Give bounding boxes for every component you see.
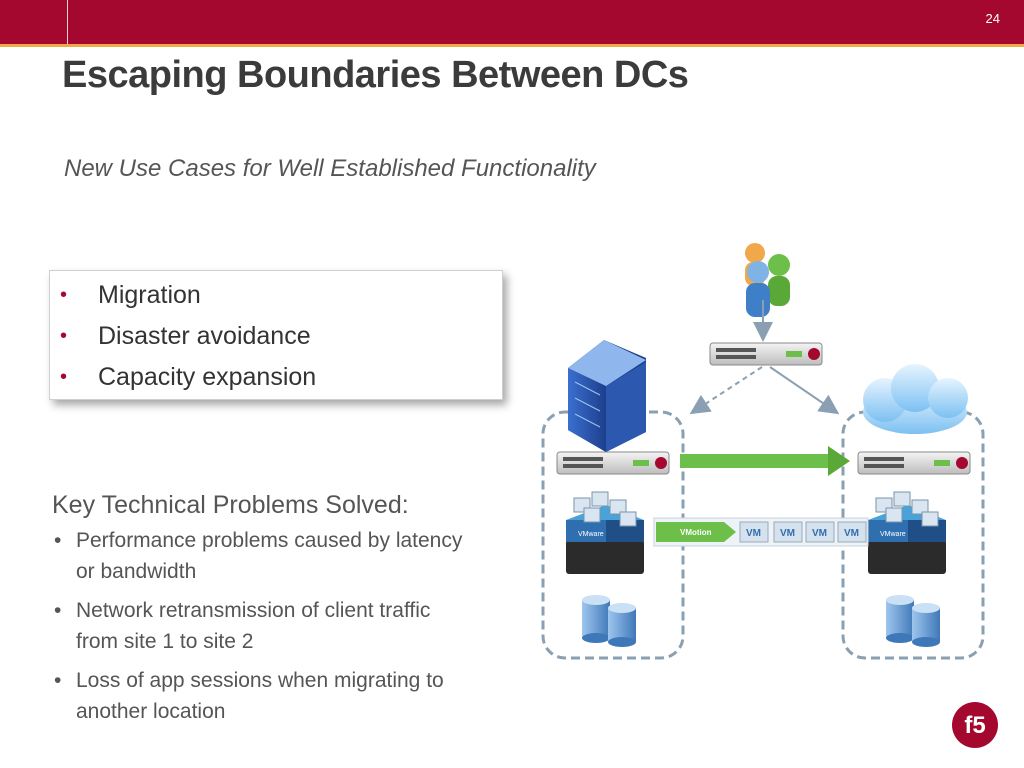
server-stack-icon: VMware <box>566 491 644 574</box>
list-item: • Disaster avoidance <box>58 318 316 359</box>
slide-title: Escaping Boundaries Between DCs <box>62 54 689 96</box>
problems-list: • Performance problems caused by latency … <box>52 525 472 735</box>
vm-label: VM <box>780 528 795 539</box>
use-cases-list: • Migration • Disaster avoidance • Capacity… <box>58 277 316 400</box>
bullet-icon: • <box>60 284 68 306</box>
list-item: • Migration <box>58 277 316 318</box>
use-case-label: Capacity expansion <box>98 363 317 391</box>
vmware-label: VMware <box>578 531 604 538</box>
f5-logo-text: f5 <box>964 712 985 739</box>
vm-label: VM <box>844 528 859 539</box>
device-icon <box>556 451 670 475</box>
list-item: • Network retransmission of client traffi… <box>52 595 472 657</box>
header-accent-line <box>0 44 1024 47</box>
bullet-icon: • <box>60 366 68 388</box>
vm-label: VM <box>746 528 761 539</box>
list-item: • Loss of app sessions when migrating to … <box>52 665 472 727</box>
database-icon <box>582 595 636 647</box>
f5-logo-icon: f5 <box>952 702 998 748</box>
bullet-icon: • <box>54 599 62 622</box>
bullet-icon: • <box>60 325 68 347</box>
vmotion-label: VMotion <box>680 528 712 537</box>
vmotion-transfer: VMotion VM VM VM VM <box>653 517 869 547</box>
device-icon <box>709 342 823 366</box>
header-divider <box>67 0 68 44</box>
users-icon <box>745 243 790 317</box>
use-cases-box: • Migration • Disaster avoidance • Capacity… <box>49 270 503 400</box>
device-to-site1-arrow <box>689 366 763 415</box>
device-icon <box>857 451 971 475</box>
problem-text: Loss of app sessions when migrating to a… <box>76 669 444 723</box>
problems-heading: Key Technical Problems Solved: <box>52 491 409 519</box>
cloud-icon <box>863 364 968 434</box>
vmware-label: VMware <box>880 531 906 538</box>
list-item: • Capacity expansion <box>58 359 316 400</box>
site-sync-arrow <box>680 446 850 476</box>
slide-number: 24 <box>985 11 1000 26</box>
list-item: • Performance problems caused by latency … <box>52 525 472 587</box>
use-case-label: Migration <box>98 281 201 309</box>
problem-text: Network retransmission of client traffic… <box>76 599 431 653</box>
header-bar: 24 <box>0 0 1024 44</box>
bullet-icon: • <box>54 669 62 692</box>
problem-text: Performance problems caused by latency o… <box>76 529 463 583</box>
building-icon <box>568 340 646 452</box>
use-case-label: Disaster avoidance <box>98 322 311 350</box>
vm-label: VM <box>812 528 827 539</box>
server-stack-icon: VMware <box>868 491 946 574</box>
device-to-site2-arrow <box>769 366 840 415</box>
bullet-icon: • <box>54 529 62 552</box>
database-icon <box>886 595 940 647</box>
slide-subtitle: New Use Cases for Well Established Funct… <box>64 155 596 182</box>
datacenter-diagram: VMware VMware VMotion VM VM VM VM <box>541 243 985 660</box>
